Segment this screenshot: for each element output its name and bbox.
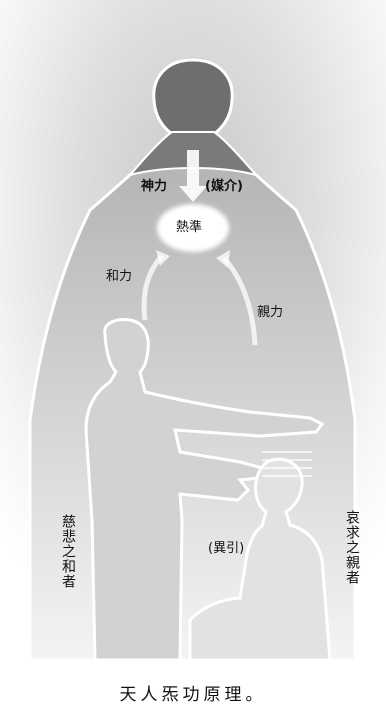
label-harmony-power: 和力 [106,269,133,284]
label-center: 熱準 [176,220,203,235]
practitioner-figure [84,318,325,662]
arrow-harmony-head [156,250,170,266]
caption: 天人炁功原理。 [119,685,267,705]
label-divine-power: 神力 [141,179,168,194]
center-ellipse [162,208,224,248]
label-right-side: 哀求之親者 [344,510,360,585]
deity-head [152,58,234,136]
label-difference: (異引) [208,541,245,556]
label-medium: (媒介) [205,179,243,194]
arrow-parent [222,256,258,346]
arrow-parent-head [216,250,230,268]
arrow-down [179,150,207,202]
energy-lines [262,451,312,477]
label-left-side: 慈悲之和者 [60,514,76,589]
label-parent-power: 親力 [257,305,284,320]
recipient-figure [188,457,332,662]
arrow-harmony [141,254,164,321]
